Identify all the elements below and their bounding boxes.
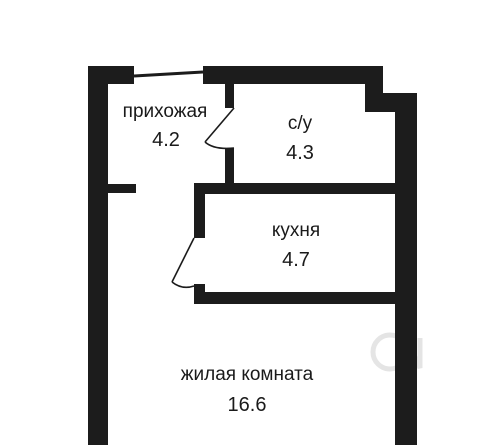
bathroom-name: с/у bbox=[288, 113, 313, 134]
room-labels: прихожая 4.2 с/у 4.3 кухня 4.7 жилая ком… bbox=[123, 101, 321, 416]
doors bbox=[171, 107, 235, 289]
bathroom-door bbox=[204, 107, 235, 150]
wall-kitchen-left-upper bbox=[194, 183, 205, 238]
kitchen-area: 4.7 bbox=[282, 249, 310, 271]
kitchen-door bbox=[171, 237, 195, 289]
wall-right-outer bbox=[395, 93, 417, 445]
walls bbox=[88, 66, 417, 445]
living-room-name: жилая комната bbox=[181, 364, 314, 385]
kitchen-name: кухня bbox=[272, 220, 320, 241]
wall-bath-bottom bbox=[194, 183, 395, 194]
living-room-area: 16.6 bbox=[228, 394, 267, 416]
window bbox=[133, 70, 204, 78]
hallway-area: 4.2 bbox=[152, 129, 180, 151]
wall-hall-bottom-left bbox=[108, 184, 136, 193]
hallway-name: прихожая bbox=[123, 101, 208, 122]
wall-top-right bbox=[203, 66, 383, 84]
bathroom-area: 4.3 bbox=[286, 142, 314, 164]
wall-hall-bath-lower bbox=[225, 148, 234, 188]
wall-left-outer bbox=[88, 66, 108, 445]
wall-kitchen-bottom bbox=[194, 292, 395, 304]
wall-hall-bath-upper bbox=[225, 84, 234, 108]
